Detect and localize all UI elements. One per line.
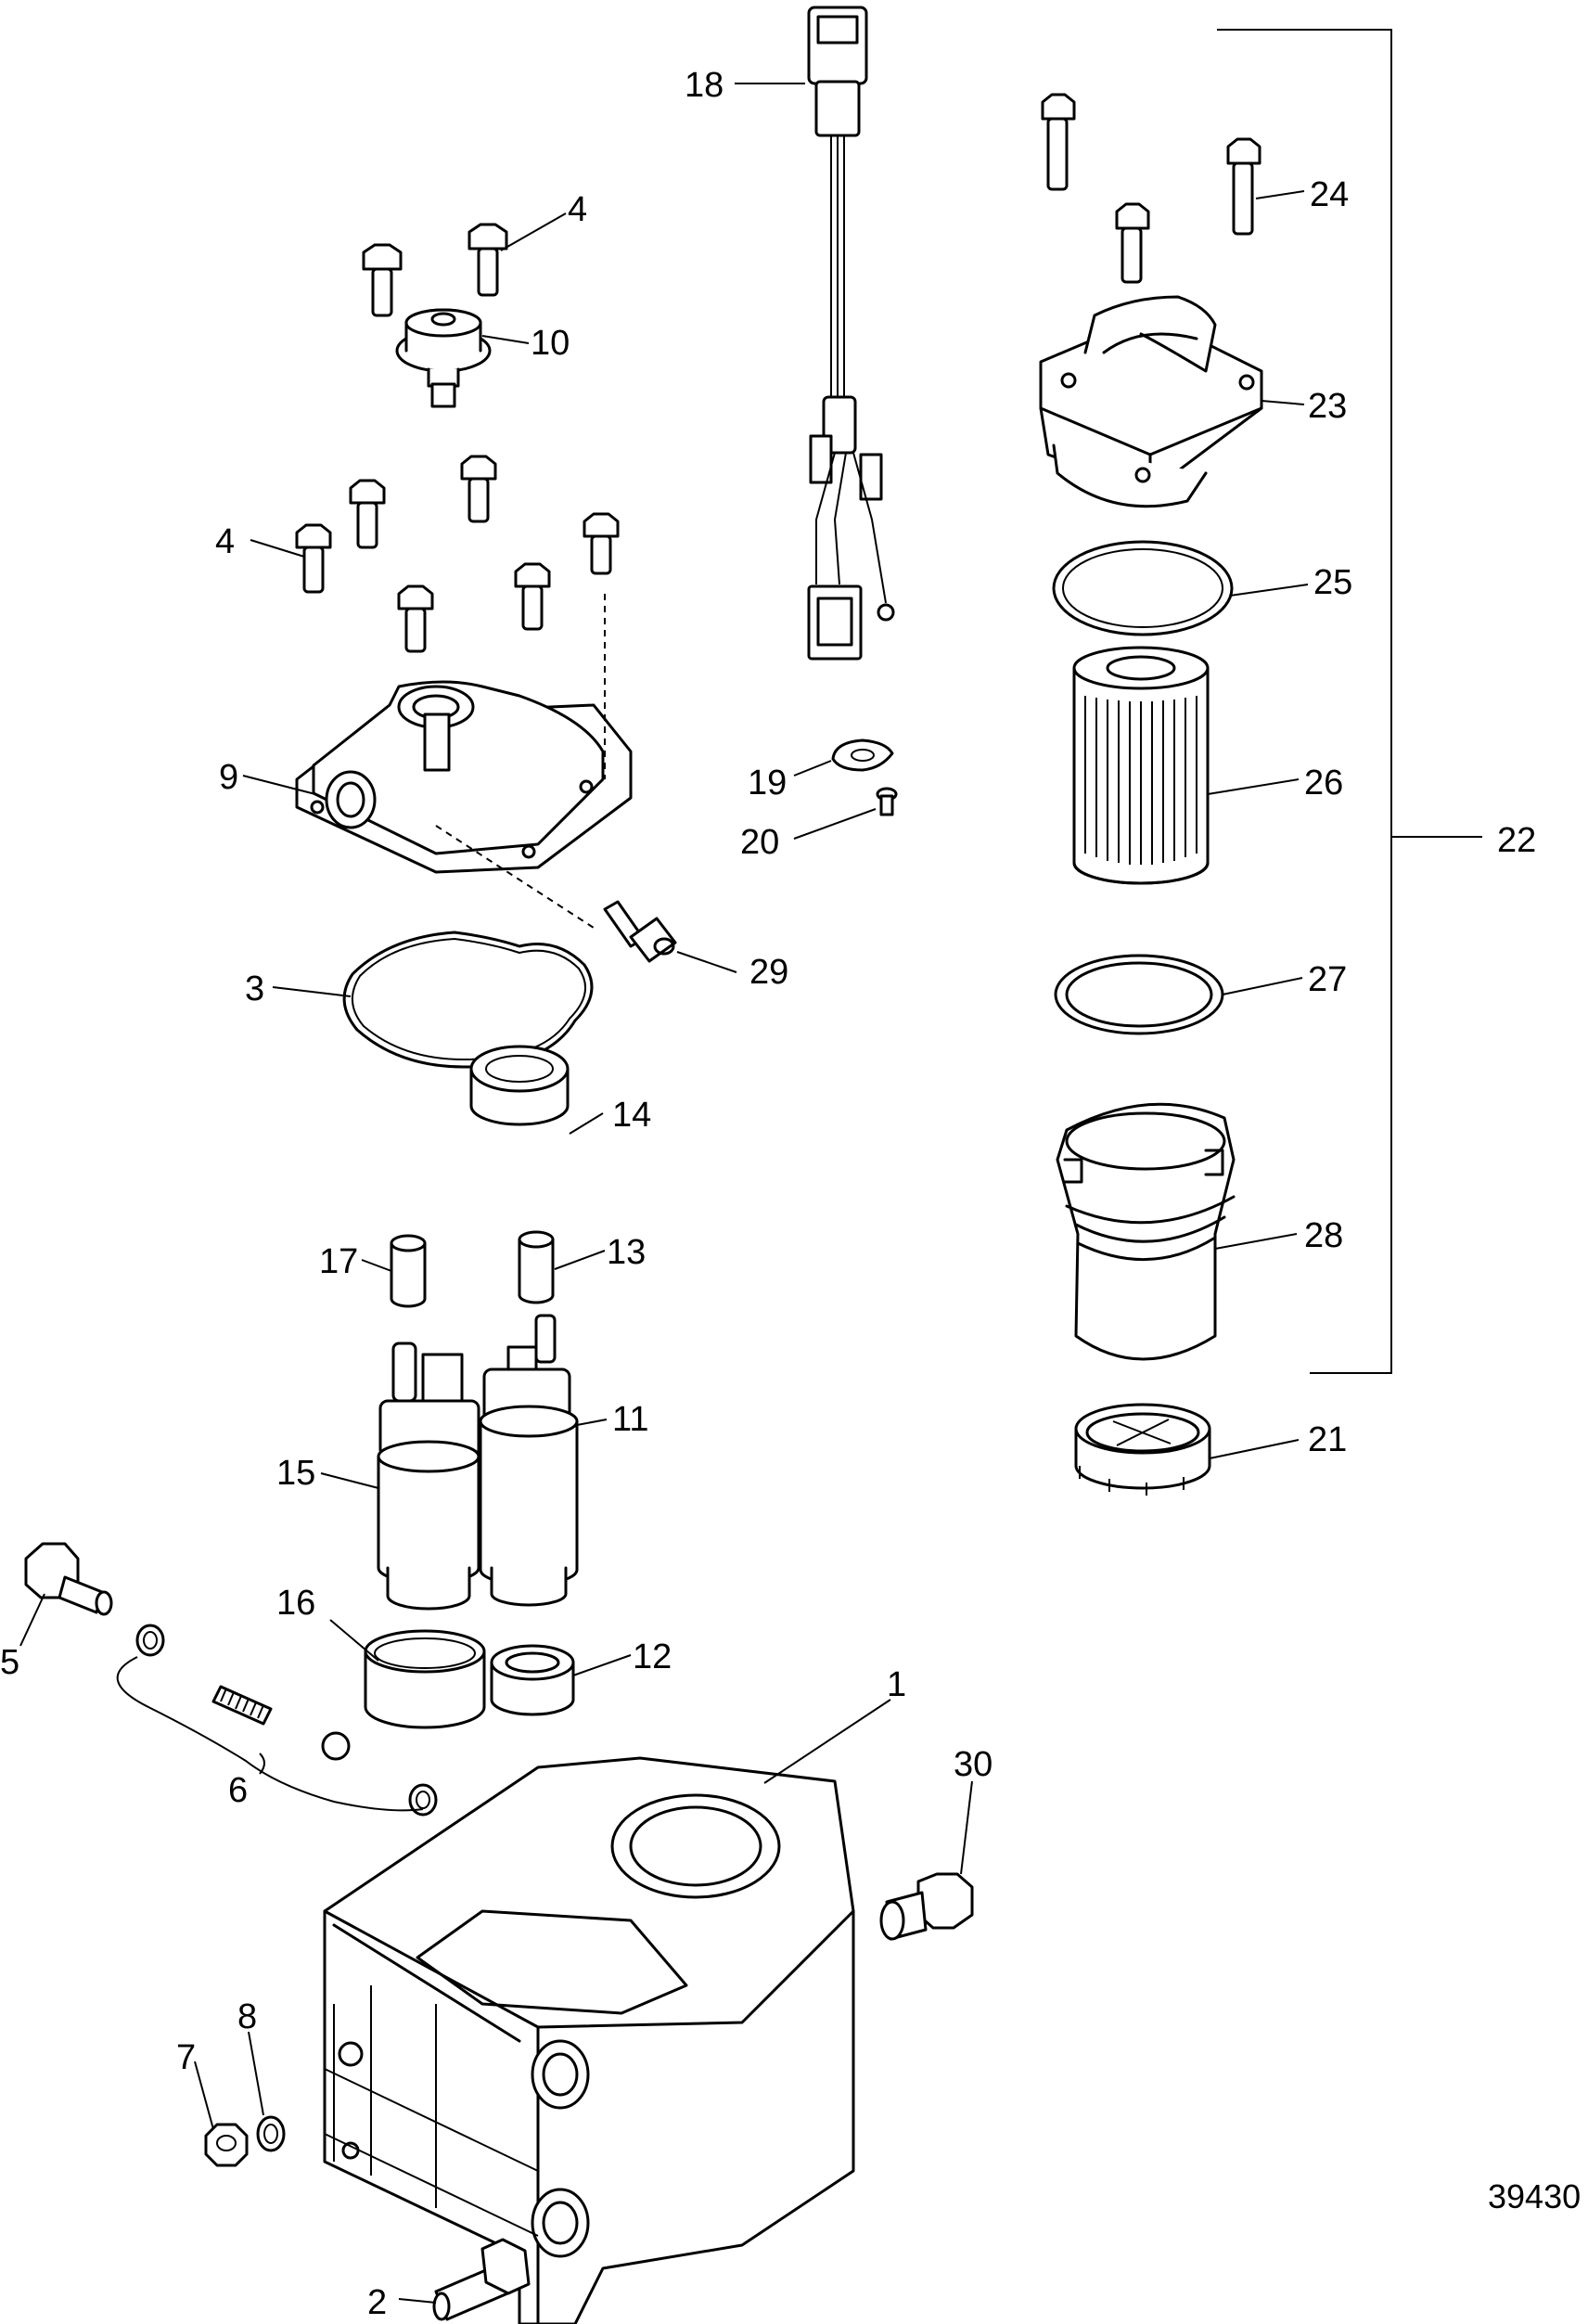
callout-20: 20 [740,823,779,862]
callout-4-upper: 4 [568,190,587,229]
filter-head-part-23 [1039,295,1263,508]
callout-25: 25 [1313,563,1352,602]
fuel-pump-part-11 [479,1314,579,1607]
callout-21: 21 [1308,1420,1347,1459]
callout-4-lower: 4 [215,522,235,561]
callout-labels: 18 4 10 4 9 3 29 14 17 13 11 15 16 12 1 … [0,66,1536,2322]
fuel-pump-part-15 [377,1342,480,1611]
callout-17: 17 [319,1242,358,1281]
callout-28: 28 [1304,1216,1343,1255]
callout-11: 11 [612,1400,648,1439]
figure-number: 39430 [1488,2177,1581,2215]
pressure-regulator-part [395,308,492,408]
callout-29: 29 [749,953,788,992]
callout-30: 30 [954,1745,992,1784]
callout-12: 12 [633,1637,672,1676]
callout-3: 3 [245,969,264,1008]
filter-cap-part-21 [1074,1403,1211,1496]
callout-15: 15 [276,1454,315,1493]
bolt-parts-lower [295,455,620,653]
callout-23: 23 [1308,387,1347,426]
clip-part-19 [831,738,894,772]
callout-7: 7 [176,2038,196,2077]
seal-ring-part-8 [256,2115,286,2152]
fitting-part-5 [24,1542,113,1616]
callout-13: 13 [607,1233,646,1272]
callout-14: 14 [612,1096,651,1135]
wiring-harness-part [807,6,895,661]
callout-18: 18 [685,66,724,105]
o-ring-part-25 [1052,540,1234,636]
fitting-part-30 [879,1872,974,1941]
sleeve-part-17 [390,1234,427,1308]
cap-part-14 [469,1045,570,1126]
leader-lines [19,83,1309,2304]
callout-6: 6 [228,1771,248,1810]
callout-5: 5 [0,1643,19,1682]
callout-26: 26 [1304,764,1343,802]
screw-part-20 [876,787,898,816]
cover-gasket-part [342,931,594,1069]
plug-part-7 [204,2123,249,2167]
seal-ring-part-27 [1054,954,1224,1035]
cup-part-16 [364,1629,486,1729]
pump-cover-part [295,594,633,929]
callout-8: 8 [237,1997,257,2036]
sleeve-part-13 [518,1230,555,1304]
callout-19: 19 [748,764,787,802]
filter-element-part-26 [1072,646,1210,885]
bolt-parts-24 [1041,93,1261,284]
callout-10: 10 [531,324,570,363]
callout-1: 1 [887,1665,906,1704]
callout-27: 27 [1308,960,1347,999]
check-valve-kit-part-6 [116,1624,438,1817]
assembly-bracket-22 [1217,29,1482,1374]
seal-part-12 [490,1644,575,1716]
bolt-parts-upper [362,223,508,317]
screw-part-29 [603,900,677,963]
pump-housing-part-1 [323,1756,855,2324]
callout-22: 22 [1497,821,1536,860]
callout-16: 16 [276,1584,315,1623]
filter-bowl-part-28 [1056,1102,1236,1361]
callout-24: 24 [1310,175,1349,214]
fitting-part-2 [432,2238,531,2321]
callout-9: 9 [219,758,238,797]
callout-2: 2 [367,2283,387,2322]
